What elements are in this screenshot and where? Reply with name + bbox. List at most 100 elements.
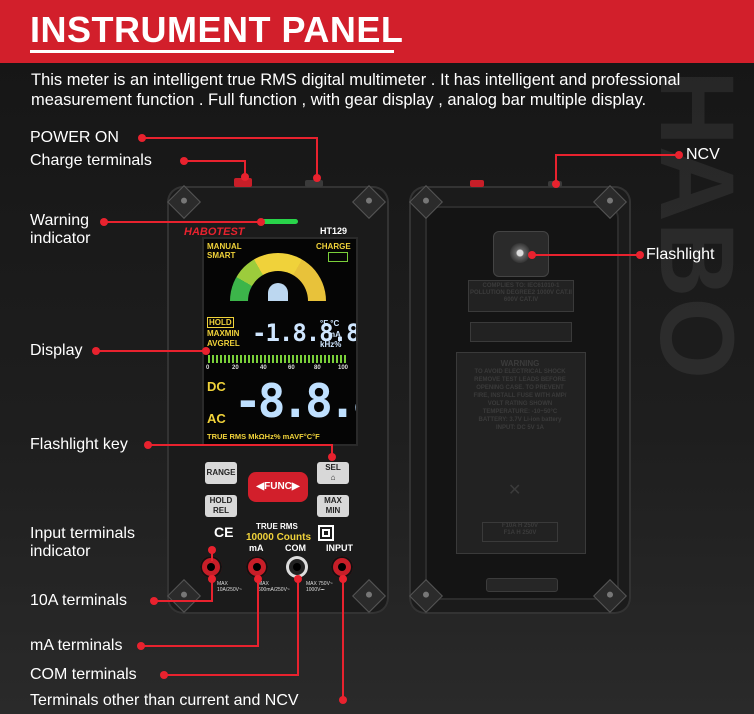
back-slot [470,322,572,342]
counts-badge: 10000 Counts [246,532,312,543]
flashlight-lens-icon [510,243,530,263]
lcd-display: MANUAL SMART CHARGE HOLD MAXMIN AVGREL -… [202,237,358,446]
label-ma-terminals: mA terminals [30,637,123,654]
callout-dot-input-ind [208,546,216,554]
avgrel-indicator: AVGREL [207,339,240,348]
charge-port [305,180,323,187]
callout-line-charge [185,160,245,162]
sel-button[interactable]: SEL⌂ [317,462,349,484]
dial-hub [268,283,288,301]
brand-watermark: HABO [640,70,754,380]
callout-line-flash-key [150,444,332,446]
callout-line-flashlight [533,254,639,256]
fuse-rating-ma: MAX 600mA/250V~ [258,581,290,593]
callout-dot-com [160,671,168,679]
intro-text: This meter is an intelligent true RMS di… [31,70,680,110]
hold-indicator: HOLD [207,317,234,328]
callout-line-com [165,674,298,676]
primary-readout: -8.8.8.8 [234,374,356,428]
input-terminal[interactable] [331,556,353,578]
callout-dot-ncv-end [552,180,560,188]
page-title: INSTRUMENT PANEL [30,9,404,50]
battery-icon [328,252,348,262]
label-input-indicator: Input terminals indicator [30,525,135,560]
label-other-terminals: Terminals other than current and NCV [30,692,299,709]
range-button[interactable]: RANGE [205,462,237,484]
callout-dot-10a-end [208,575,216,583]
tenA-terminal[interactable] [200,556,222,578]
callout-dot-ma [137,642,145,650]
callout-line-ma-v [257,578,259,647]
callout-line-display [96,350,206,352]
dc-indicator: DC [207,379,226,394]
fuse-rating-10a: MAX 10A/250V~ [217,581,242,593]
double-insulation-icon [318,525,334,541]
ce-mark: CE [214,524,234,540]
input-terminal-label: INPUT [326,543,353,553]
com-terminal[interactable] [286,556,308,578]
disposal-icon: ✕ [508,482,522,499]
intro-line-1: This meter is an intelligent true RMS di… [31,71,681,89]
label-flashlight-key: Flashlight key [30,436,128,453]
true-rms-badge: TRUE RMS [256,522,298,531]
callout-dot-ma-end [254,575,262,583]
label-power-on: POWER ON [30,129,119,146]
callout-dot-warning-end [257,218,265,226]
callout-dot-input-end [339,575,347,583]
label-ncv: NCV [686,146,720,163]
label-display: Display [30,342,83,359]
brand-logo: HABOTEST [184,226,245,238]
title-underline [30,50,394,53]
callout-line-10a-v [211,578,213,602]
ncv-sensor [470,180,484,187]
callout-line-10a [155,600,212,602]
callout-dot-flash-key-end [328,453,336,461]
intro-line-2: measurement function . Full function , w… [31,91,647,109]
title-banner: INSTRUMENT PANEL [0,0,754,63]
callout-line-input-ind [211,551,213,561]
label-flashlight: Flashlight [646,246,715,263]
callout-dot-charge-end [241,173,249,181]
warning-label: WARNING TO AVOID ELECTRICAL SHOCK REMOVE… [473,359,567,432]
fuse-spec-label: F10A H 250V F1A H 250V [482,522,558,542]
battery-cover [456,352,586,554]
analog-bar-graph [208,355,348,363]
ac-indicator: AC [207,411,226,426]
func-button[interactable]: ◀FUNC▶ [248,472,308,502]
secondary-readout: -1.8.8.8 [252,319,358,347]
input-rating: MAX 750V~ 1000V⎓ [306,581,333,593]
com-terminal-label: COM [285,543,306,553]
callout-dot-10a [150,597,158,605]
label-charge-terminals: Charge terminals [30,152,152,169]
callout-dot-flash-key [144,441,152,449]
callout-dot-com-end [294,575,302,583]
unit-temperature: °F °C [320,319,340,328]
callout-line-power-on [145,137,317,139]
callout-dot-warning [100,218,108,226]
callout-line-com-v [297,578,299,676]
callout-line-ma [142,645,258,647]
callout-dot-input [339,696,347,704]
callout-dot-display-end [202,347,210,355]
callout-dot-flashlight-end [636,251,644,259]
bar-scale: 0 20 40 60 80 100 [206,365,349,371]
callout-dot-ncv [675,151,683,159]
callout-dot-display [92,347,100,355]
callout-line-flash-key-v [331,444,333,458]
bottom-unit-row: TRUE RMS MkΩHz% mAVF°C°F [207,432,320,441]
callout-dot-charge [180,157,188,165]
mA-terminal[interactable] [246,556,268,578]
unit-khz: kHz% [320,340,342,349]
mode-smart: SMART [207,251,236,260]
callout-dot-power-on [138,134,146,142]
callout-dot-power-on-end [313,174,321,182]
callout-line-input-v [342,578,344,700]
back-latch [486,578,558,592]
mode-manual: MANUAL [207,242,242,251]
power-button[interactable] [234,178,252,187]
model-label: HT129 [320,226,348,236]
warning-led [262,219,298,224]
ma-terminal-label: mA [249,543,264,553]
